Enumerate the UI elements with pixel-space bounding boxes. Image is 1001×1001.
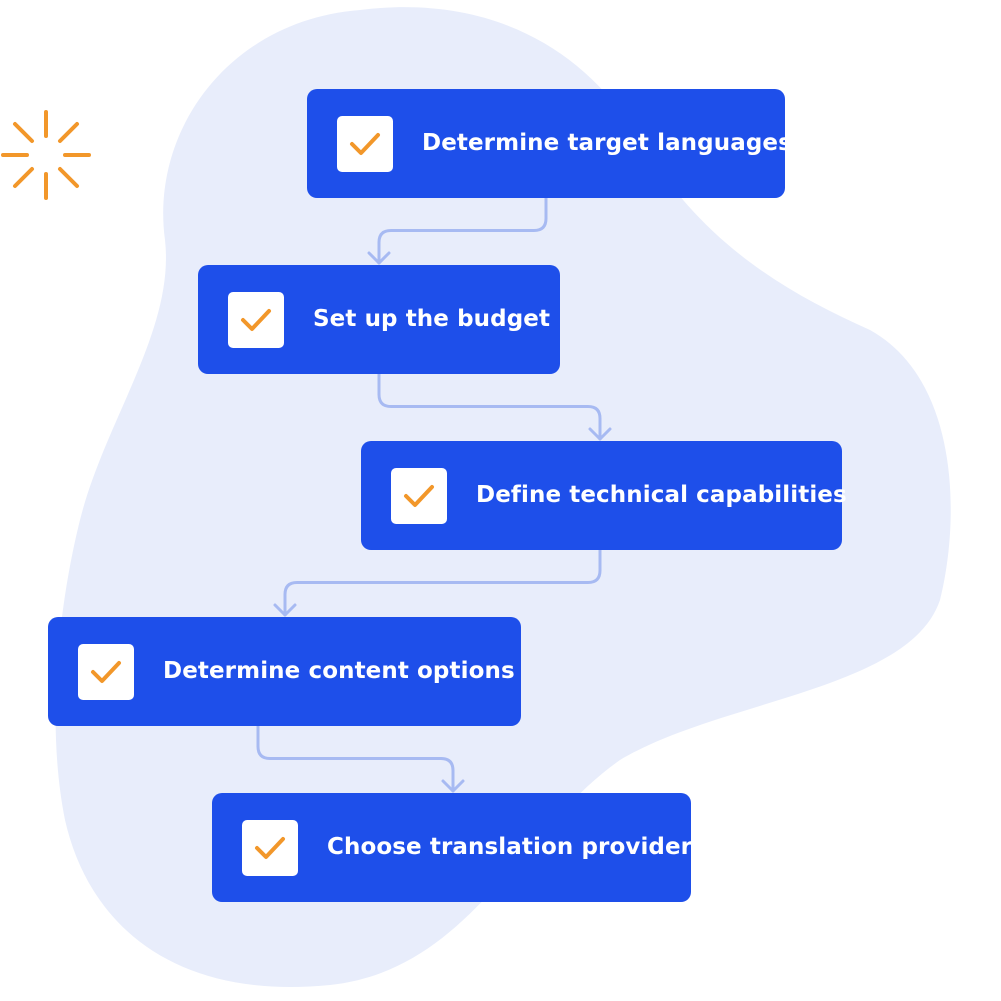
connector-line (377, 196, 548, 265)
step-box: Determine content options (48, 617, 521, 726)
step-label: Determine target languages (422, 130, 792, 156)
check-icon (350, 133, 380, 155)
step-checkbox (337, 116, 393, 172)
sparkle-icon (1, 110, 91, 200)
step-box: Choose translation provider (212, 793, 693, 902)
connector-arrow-icon (273, 603, 297, 617)
check-icon (404, 485, 434, 507)
connector-arrow-icon (441, 779, 465, 793)
step-checkbox (242, 820, 298, 876)
connector-line (283, 548, 602, 617)
step-box: Determine target languages (307, 89, 792, 198)
connector-arrow-icon (367, 251, 391, 265)
connectors (256, 196, 612, 793)
connector-arrow-icon (588, 427, 612, 441)
step-label: Choose translation provider (327, 834, 693, 860)
step-box: Set up the budget (198, 265, 560, 374)
step-label: Determine content options (163, 658, 515, 684)
step-checkbox (78, 644, 134, 700)
check-icon (241, 309, 271, 331)
check-icon (91, 661, 121, 683)
step-label: Define technical capabilities (476, 482, 847, 508)
connector-line (256, 724, 455, 793)
connector-line (377, 372, 602, 441)
step-checkbox (391, 468, 447, 524)
check-icon (255, 837, 285, 859)
step-label: Set up the budget (313, 306, 551, 332)
step-box: Define technical capabilities (361, 441, 847, 550)
step-checkbox (228, 292, 284, 348)
